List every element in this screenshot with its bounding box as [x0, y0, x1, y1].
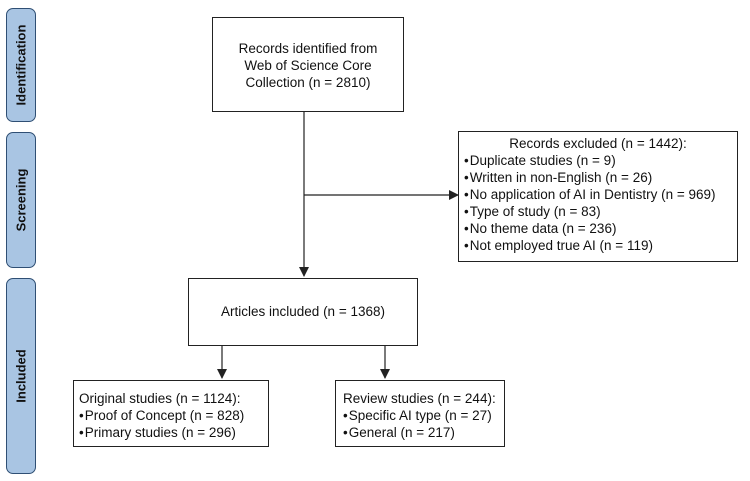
phase-identification: Identification	[6, 8, 36, 122]
records-identified-line1: Records identified from	[238, 41, 378, 56]
original-studies-item: Primary studies (n = 296)	[79, 424, 268, 441]
excluded-item: Type of study (n = 83)	[464, 203, 737, 220]
records-identified-line2: Web of Science Core	[244, 58, 372, 73]
records-excluded-box: Records excluded (n = 1442): Duplicate s…	[458, 131, 738, 262]
review-studies-item: General (n = 217)	[343, 424, 504, 441]
articles-included-box: Articles included (n = 1368)	[188, 278, 418, 346]
original-studies-item: Proof of Concept (n = 828)	[79, 407, 268, 424]
excluded-item: Not employed true AI (n = 119)	[464, 237, 737, 254]
records-identified-line3: Collection (n = 2810)	[245, 75, 371, 90]
review-studies-item: Specific AI type (n = 27)	[343, 407, 504, 424]
excluded-item: No application of AI in Dentistry (n = 9…	[464, 186, 737, 203]
phase-included: Included	[6, 278, 36, 474]
excluded-item: Written in non-English (n = 26)	[464, 169, 737, 186]
review-studies-box: Review studies (n = 244): Specific AI ty…	[335, 380, 505, 447]
original-studies-title: Original studies (n = 1124):	[79, 391, 241, 406]
phase-screening: Screening	[6, 132, 36, 268]
excluded-item: Duplicate studies (n = 9)	[464, 152, 737, 169]
records-excluded-title: Records excluded (n = 1442):	[509, 136, 687, 151]
records-identified-box: Records identified from Web of Science C…	[212, 17, 404, 112]
review-studies-title: Review studies (n = 244):	[343, 391, 496, 406]
excluded-item: No theme data (n = 236)	[464, 220, 737, 237]
original-studies-box: Original studies (n = 1124): Proof of Co…	[73, 380, 269, 447]
articles-included-label: Articles included (n = 1368)	[221, 304, 385, 319]
